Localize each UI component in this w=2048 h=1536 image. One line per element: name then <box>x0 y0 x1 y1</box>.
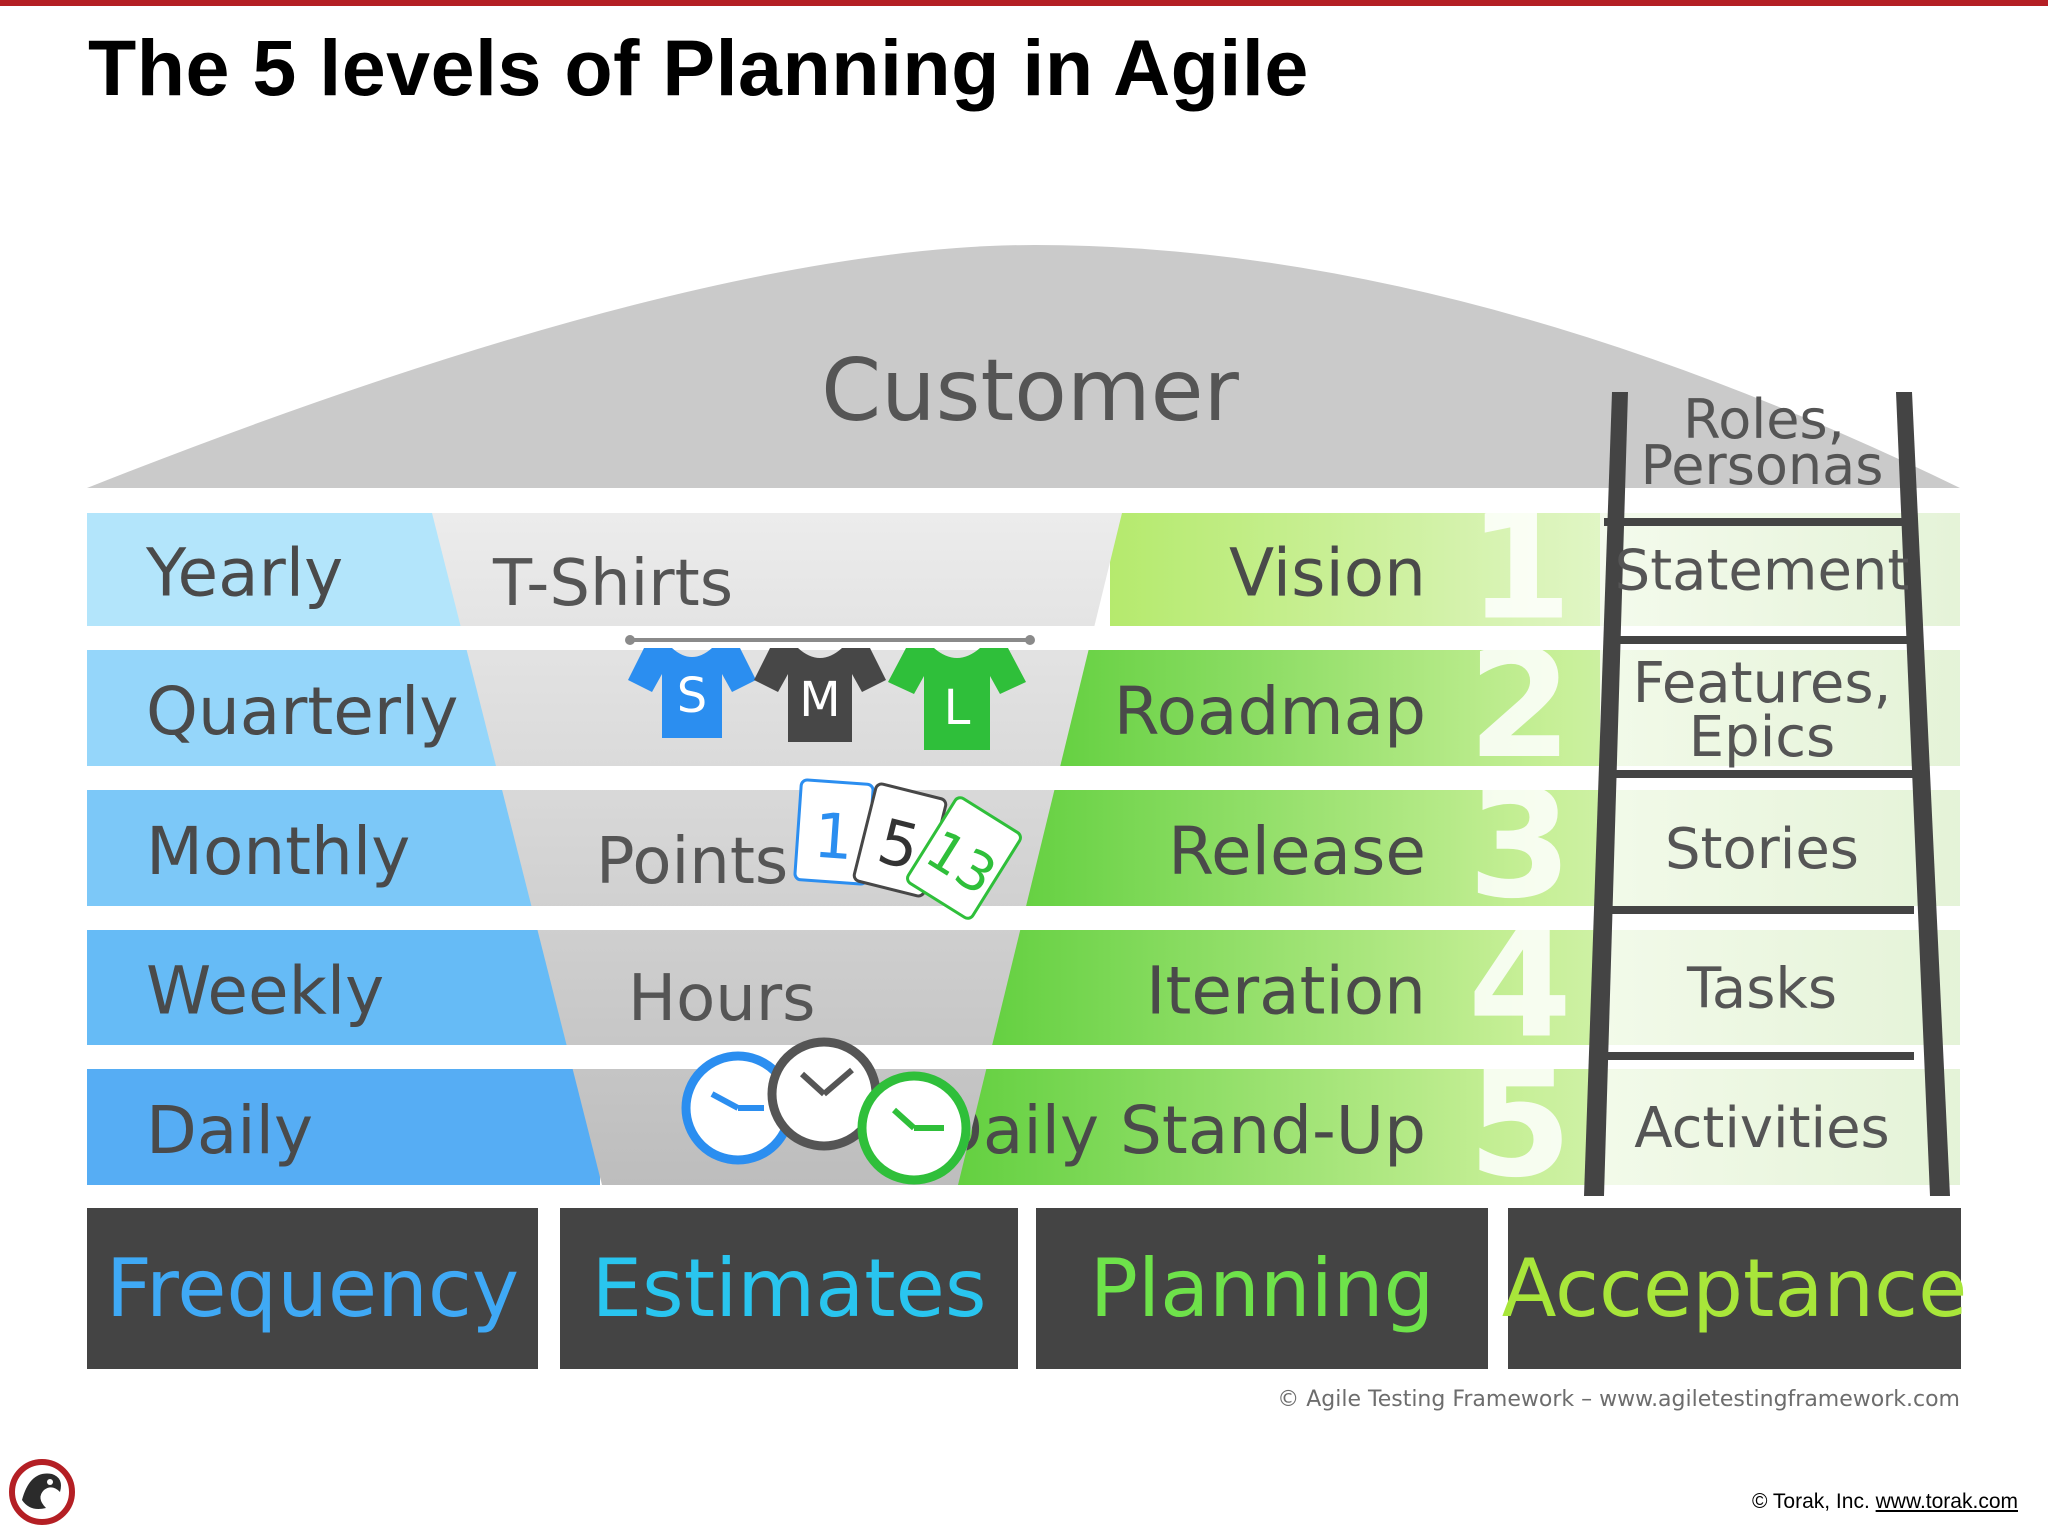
acceptance-band <box>1600 1069 1960 1185</box>
category-label: Estimates <box>591 1242 986 1335</box>
shirt-l-label: L <box>944 680 971 736</box>
frequency-label: Monthly <box>146 813 410 890</box>
level-number: 1 <box>1468 480 1572 654</box>
shirt-m-label: M <box>799 672 840 728</box>
frequency-label: Quarterly <box>146 673 458 750</box>
level-number: 5 <box>1468 1037 1572 1211</box>
frequency-band <box>87 513 480 626</box>
ladder-rung <box>1604 636 1914 644</box>
ladder-rung <box>1604 770 1914 778</box>
acceptance-label: Activities <box>1634 1096 1889 1161</box>
category-box <box>87 1208 538 1369</box>
page-title: The 5 levels of Planning in Agile <box>88 23 1309 112</box>
frequency-label: Weekly <box>146 953 384 1030</box>
planning-label: Daily Stand-Up <box>932 1092 1426 1169</box>
acceptance-band <box>1600 790 1960 906</box>
ladder-rung <box>1604 1052 1914 1060</box>
acceptance-labels: StatementFeatures,EpicsStoriesTasksActiv… <box>1615 539 1910 1162</box>
category-boxes: Frequency Estimates Planning Acceptance <box>87 1208 1967 1369</box>
footer-link[interactable]: www.torak.com <box>1875 1490 2018 1513</box>
acceptance-label: Epics <box>1689 705 1835 770</box>
footer-prefix: © Torak, Inc. <box>1751 1490 1870 1513</box>
roles-label-line-2: Personas <box>1641 434 1884 497</box>
acceptance-label: Statement <box>1615 539 1910 604</box>
planning-label: Roadmap <box>1114 673 1426 750</box>
acceptance-band <box>1600 513 1960 626</box>
frequency-label: Yearly <box>145 535 343 612</box>
roles-label-line-1: Roles, <box>1683 388 1845 451</box>
category-label: Acceptance <box>1502 1242 1968 1335</box>
shirt-s-icon: S <box>628 648 756 738</box>
points-label: Points <box>596 825 788 899</box>
frequency-band <box>87 790 560 906</box>
hours-label: Hours <box>628 962 816 1036</box>
acceptance-ladder <box>1584 392 1950 1196</box>
level-number: 4 <box>1468 898 1572 1072</box>
shirt-m-icon: M <box>754 648 886 742</box>
category-box <box>1036 1208 1488 1369</box>
category-label: Frequency <box>106 1242 519 1335</box>
category-box <box>560 1208 1018 1369</box>
level-number: 3 <box>1468 758 1572 932</box>
acceptance-label: Stories <box>1665 817 1859 882</box>
shirt-s-label: S <box>677 668 707 724</box>
planning-label: Vision <box>1229 535 1426 612</box>
frequency-label: Daily <box>146 1092 313 1169</box>
shirt-l-icon: L <box>888 648 1026 750</box>
planning-label: Iteration <box>1146 953 1426 1030</box>
clock-gray-icon <box>767 1037 881 1151</box>
category-box <box>1508 1208 1961 1369</box>
torak-logo-icon <box>9 1459 75 1525</box>
customer-dome <box>87 245 1960 488</box>
footer-copyright: © Torak, Inc. www.torak.com <box>1752 1490 2018 1514</box>
customer-label: Customer <box>821 341 1239 441</box>
source-credit: © Agile Testing Framework – www.agiletes… <box>1277 1387 1960 1412</box>
frequency-band <box>87 930 588 1045</box>
ladder-rung <box>1604 906 1914 914</box>
level-number: 2 <box>1468 618 1572 792</box>
acceptance-band <box>1600 650 1960 766</box>
card-13-icon: 13 <box>906 796 1022 920</box>
frequency-band <box>87 1069 600 1185</box>
acceptance-band <box>1600 930 1960 1045</box>
clock-green-icon <box>857 1071 971 1185</box>
acceptance-label: Tasks <box>1686 957 1837 1022</box>
acceptance-label: Features, <box>1633 651 1892 716</box>
top-accent-line <box>0 0 2048 6</box>
tshirts-label: T-Shirts <box>492 547 733 621</box>
ladder-rung <box>1604 518 1914 526</box>
card-1-label: 1 <box>811 799 855 875</box>
frequency-band <box>87 650 526 766</box>
planning-label: Release <box>1168 813 1426 890</box>
category-label: Planning <box>1090 1242 1435 1335</box>
